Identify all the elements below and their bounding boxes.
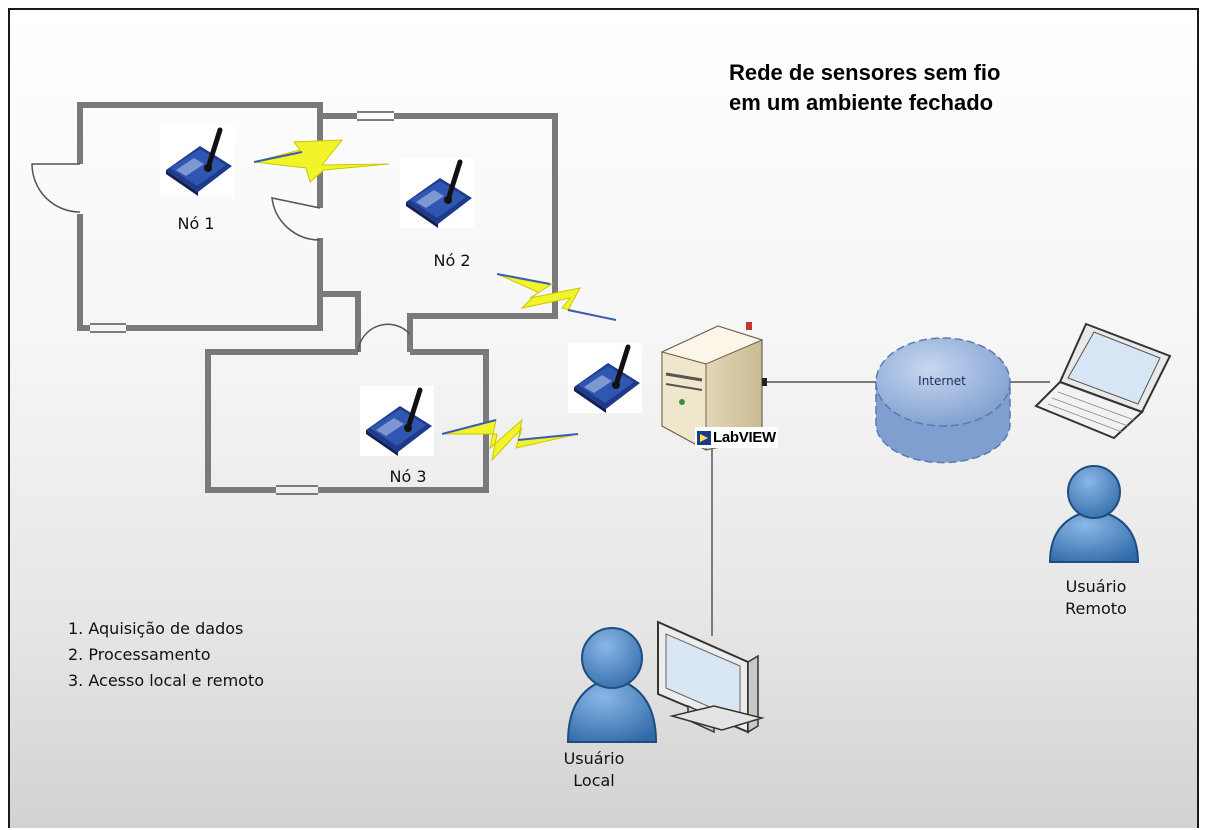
wireless-link-2-gw [496,273,617,321]
steps-list: 1. Aquisição de dados 2. Processamento 3… [68,616,264,694]
internet-cloud-icon [875,337,1011,464]
user-icon [1048,465,1140,563]
diagram-frame: Rede de sensores sem fio em um ambiente … [8,8,1199,828]
laptop-icon [1034,322,1172,440]
user-icon [566,627,658,743]
labview-label: LabVIEW [713,429,776,446]
title-line-2: em um ambiente fechado [729,90,994,115]
doors [31,111,411,495]
room-3 [205,349,489,493]
remote-user-line-2: Remoto [1065,599,1127,618]
wireless-link-1-2 [253,139,390,183]
local-user-label: Usuário Local [544,748,644,792]
monitor-icon [657,620,765,734]
diagram-canvas [31,102,1172,743]
labview-logo-icon [697,430,711,445]
local-user-line-1: Usuário [563,749,625,768]
diagram-title: Rede de sensores sem fio em um ambiente … [729,58,1149,118]
node-2-label: Nó 2 [433,251,471,270]
remote-user-line-1: Usuário [1065,577,1127,596]
wireless-link-3-gw [441,418,579,462]
room-2 [320,113,558,352]
node-1-label: Nó 1 [177,214,215,233]
internet-label: Internet [918,374,966,388]
labview-badge: LabVIEW [695,427,778,448]
node-3-label: Nó 3 [389,467,427,486]
xbee-module-icon [400,158,474,228]
title-line-1: Rede de sensores sem fio [729,60,1001,85]
server-icon [660,322,767,451]
remote-user-label: Usuário Remoto [1046,576,1146,620]
local-user-line-2: Local [573,771,615,790]
step-item: 1. Aquisição de dados [68,619,244,638]
xbee-module-icon [568,343,642,413]
step-item: 2. Processamento [68,645,211,664]
xbee-module-icon [160,126,234,196]
xbee-module-icon [360,386,434,456]
network-cables [711,381,1050,636]
step-item: 3. Acesso local e remoto [68,671,265,690]
